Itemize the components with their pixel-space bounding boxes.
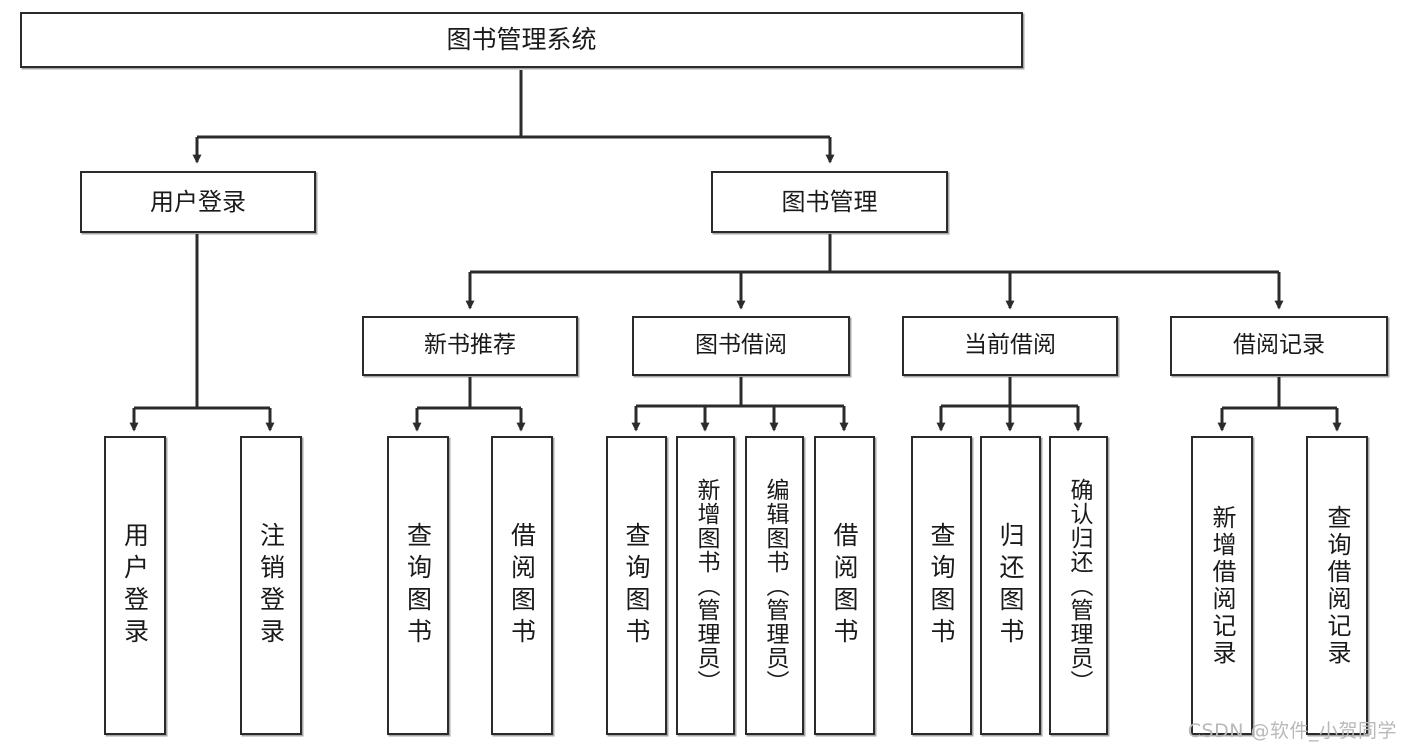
node-leaf-query-book-3[interactable]: 查询图书 — [911, 436, 972, 735]
node-leaf-return-book[interactable]: 归还图书 — [980, 436, 1041, 735]
node-leaf-add-book-admin-label: 新增图书（管理员） — [693, 477, 719, 694]
node-leaf-logout-label: 注销登录 — [256, 521, 286, 650]
node-root-book-management-system[interactable]: 图书管理系统 — [20, 12, 1023, 68]
node-leaf-add-borrow-record-label: 新增借阅记录 — [1208, 504, 1236, 667]
node-book-management[interactable]: 图书管理 — [711, 171, 948, 233]
node-leaf-borrow-book-2[interactable]: 借阅图书 — [814, 436, 875, 735]
node-leaf-borrow-book-1[interactable]: 借阅图书 — [491, 436, 553, 735]
node-user-login-label: 用户登录 — [150, 187, 246, 216]
node-book-management-label: 图书管理 — [781, 187, 878, 216]
node-leaf-confirm-return-admin[interactable]: 确认归还（管理员） — [1049, 436, 1108, 735]
node-leaf-user-login[interactable]: 用户登录 — [104, 436, 166, 735]
connector-user-login-to-leaves — [129, 234, 275, 432]
connector-borrow-record-to-leaves — [1217, 377, 1342, 432]
node-user-login[interactable]: 用户登录 — [80, 171, 316, 233]
node-leaf-query-borrow-record[interactable]: 查询借阅记录 — [1306, 436, 1368, 735]
node-leaf-edit-book-admin[interactable]: 编辑图书（管理员） — [745, 436, 804, 735]
connector-current-borrow-to-leaves — [936, 377, 1083, 432]
node-current-borrowing[interactable]: 当前借阅 — [902, 316, 1118, 376]
node-new-book-recommendation[interactable]: 新书推荐 — [362, 316, 578, 376]
node-leaf-query-book-3-label: 查询图书 — [927, 521, 956, 650]
node-borrowing-record-label: 借阅记录 — [1233, 332, 1325, 359]
node-root-label: 图书管理系统 — [446, 25, 597, 55]
connector-book-borrow-to-leaves — [631, 377, 849, 432]
connector-root-to-level2 — [192, 70, 835, 164]
connector-book-mgmt-to-level3 — [465, 234, 1284, 310]
node-leaf-borrow-book-1-label: 借阅图书 — [507, 521, 537, 650]
node-leaf-user-login-label: 用户登录 — [120, 521, 150, 650]
node-leaf-query-borrow-record-label: 查询借阅记录 — [1323, 504, 1351, 667]
node-leaf-query-book-2-label: 查询图书 — [622, 521, 651, 650]
node-book-borrowing[interactable]: 图书借阅 — [632, 316, 850, 376]
node-leaf-add-book-admin[interactable]: 新增图书（管理员） — [676, 436, 735, 735]
node-leaf-edit-book-admin-label: 编辑图书（管理员） — [762, 477, 788, 694]
node-leaf-logout[interactable]: 注销登录 — [240, 436, 302, 735]
node-leaf-query-book-1[interactable]: 查询图书 — [387, 436, 449, 735]
node-book-borrowing-label: 图书借阅 — [695, 332, 787, 359]
node-new-book-recommendation-label: 新书推荐 — [424, 332, 516, 359]
node-leaf-confirm-return-admin-label: 确认归还（管理员） — [1066, 477, 1092, 694]
node-borrowing-record[interactable]: 借阅记录 — [1170, 316, 1388, 376]
node-leaf-borrow-book-2-label: 借阅图书 — [830, 521, 859, 650]
node-current-borrowing-label: 当前借阅 — [964, 332, 1056, 359]
node-leaf-return-book-label: 归还图书 — [996, 521, 1025, 650]
node-leaf-query-book-1-label: 查询图书 — [403, 521, 433, 650]
connector-new-book-to-leaves — [412, 377, 526, 432]
node-leaf-query-book-2[interactable]: 查询图书 — [606, 436, 667, 735]
node-leaf-add-borrow-record[interactable]: 新增借阅记录 — [1191, 436, 1253, 735]
watermark-text: CSDN @软件_小贺同学 — [1187, 720, 1397, 742]
